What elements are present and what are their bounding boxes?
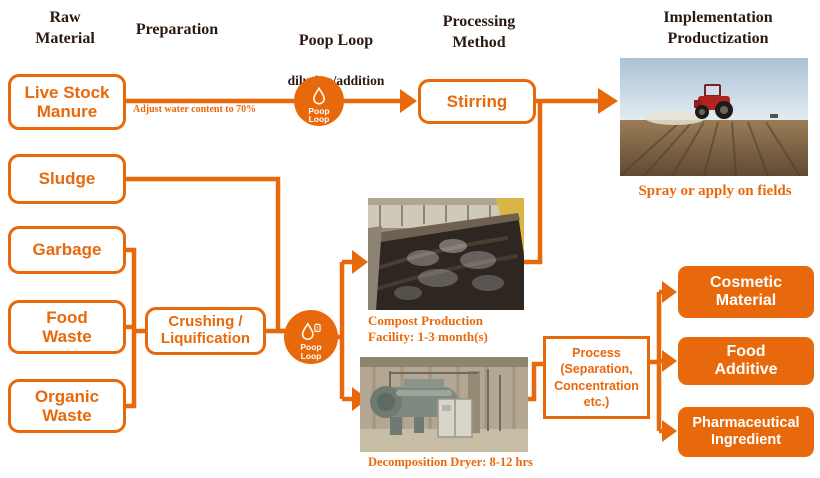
poop-loop-node-1: Poop Loop	[294, 76, 344, 126]
poop-loop-node-label: Poop Loop	[308, 105, 330, 125]
connector-waste-bracket	[126, 247, 145, 409]
box-organic-waste: Organic Waste	[8, 379, 126, 433]
adjust-water-annotation: Adjust water content to 70%	[133, 104, 257, 115]
box-cosmetic-material: Cosmetic Material	[678, 266, 814, 318]
header-preparation: Preparation	[135, 21, 219, 38]
compost-facility-photo	[368, 198, 524, 310]
arrowhead-to-compost	[352, 250, 368, 274]
arrowhead-to-stirring	[400, 89, 417, 113]
box-food-additive: Food Additive	[678, 337, 814, 385]
poop-loop-node-2: Poop Loop	[284, 310, 338, 364]
box-garbage: Garbage	[8, 226, 126, 274]
header-processing-method: Processing Method	[442, 13, 516, 51]
header-raw-material: Raw Material	[35, 9, 95, 47]
water-drop-device-icon	[300, 313, 322, 343]
decomposition-caption: Decomposition Dryer: 8-12 hrs	[368, 455, 533, 469]
tractor-field-photo	[620, 58, 808, 176]
box-sludge: Sludge	[8, 154, 126, 204]
water-drop-icon	[311, 78, 327, 107]
tractor-caption: Spray or apply on fields	[638, 183, 792, 199]
connector-machine-to-process	[524, 361, 543, 402]
box-crushing-liquification: Crushing / Liquification	[145, 307, 266, 355]
header-poop-loop-line1: Poop Loop	[298, 31, 374, 49]
box-food-waste: Food Waste	[8, 300, 126, 354]
box-process-separation: Process (Separation, Concentration etc.)	[543, 336, 650, 419]
compost-caption: Compost Production Facility: 1-3 month(s…	[368, 313, 488, 345]
box-pharmaceutical-ingredient: Pharmaceutical Ingredient	[678, 407, 814, 457]
connector-process-to-outputs	[650, 289, 663, 434]
header-implementation: Implementation Productization	[663, 9, 773, 47]
box-stirring: Stirring	[418, 79, 536, 124]
tractor-shape	[694, 84, 733, 119]
box-live-stock-manure: Live Stock Manure	[8, 74, 126, 130]
arrowhead-to-food-additive	[662, 350, 677, 372]
decomposition-machine-photo	[360, 357, 528, 452]
arrowhead-to-pharmaceutical	[662, 420, 677, 442]
connector-loop2-split	[336, 259, 352, 402]
connector-compost-to-field-line	[524, 101, 543, 265]
arrowhead-to-cosmetic	[662, 281, 677, 303]
poop-loop-node-label: Poop Loop	[300, 342, 322, 361]
arrowhead-to-tractor	[598, 88, 618, 114]
